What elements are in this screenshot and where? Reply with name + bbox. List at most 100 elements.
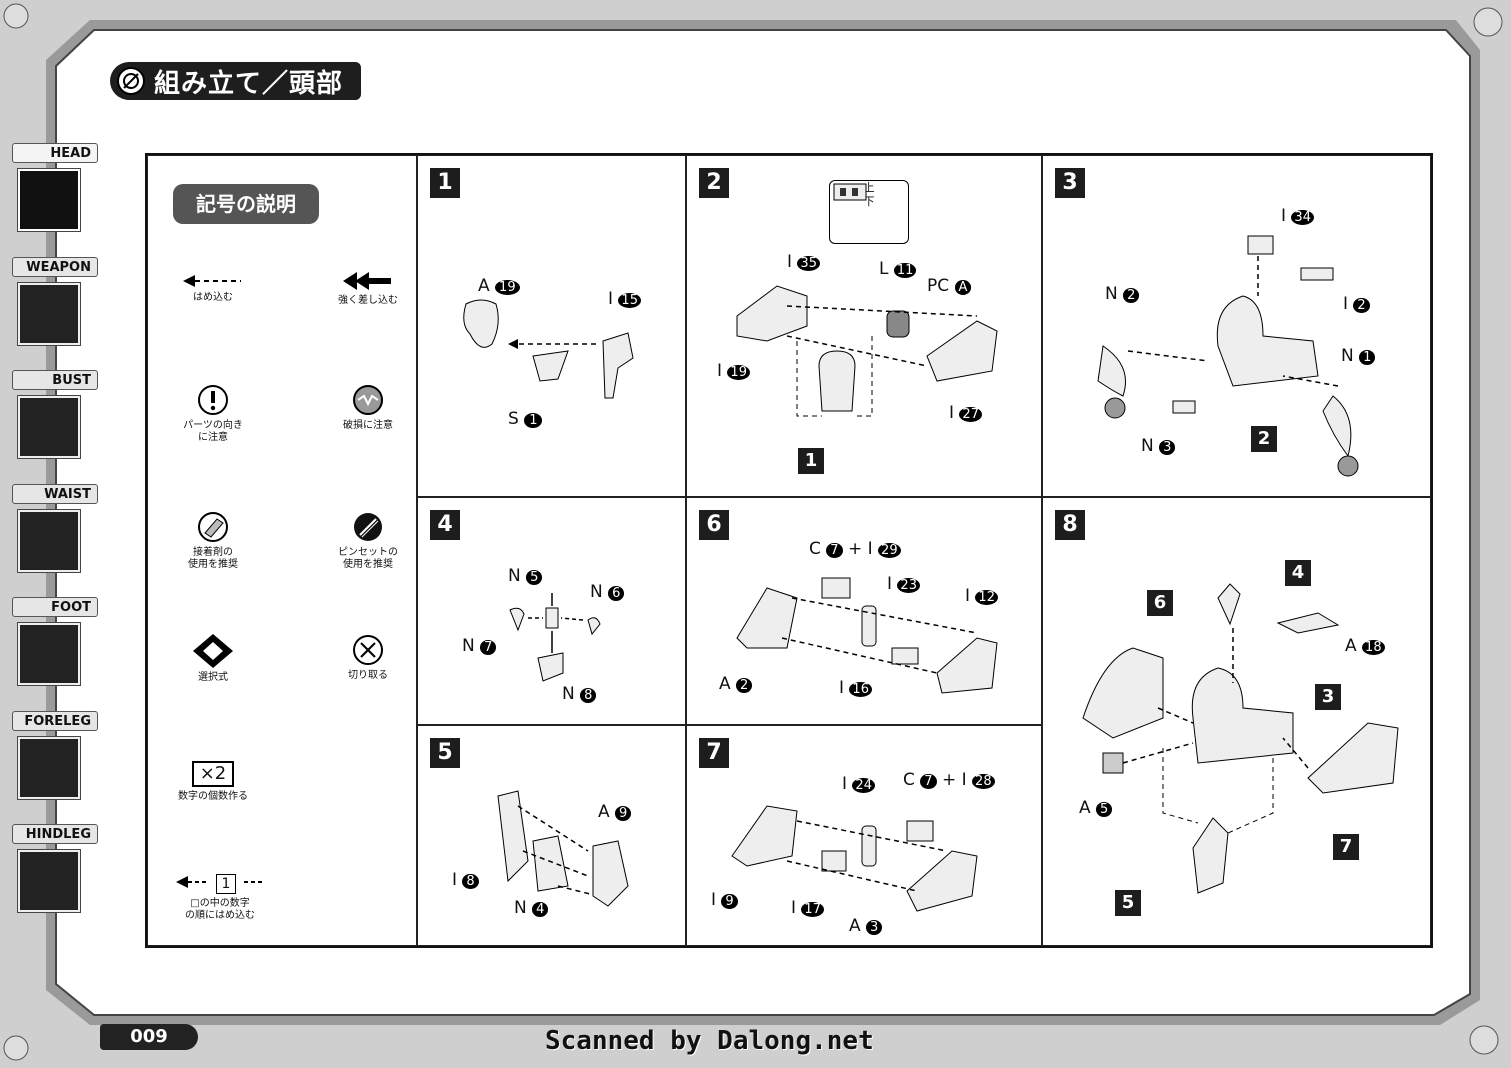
- step-3: 3 I 34 N 2 I 2 N 1 N 3 2: [1042, 155, 1431, 497]
- tab-label: FOOT: [12, 597, 98, 617]
- step-number: 4: [430, 510, 460, 540]
- head-thumbnail-icon: [18, 169, 80, 231]
- tab-label: HEAD: [12, 143, 98, 163]
- step-number: 2: [699, 168, 729, 198]
- part-label: I 16: [839, 678, 872, 698]
- section-tabs: HEAD WEAPON BUST WAIST FOOT FORELEG HIND…: [0, 140, 104, 935]
- double-arrow-icon: [343, 272, 391, 290]
- scan-credit: Scanned by Dalong.net: [545, 1026, 874, 1056]
- legend-orientation: パーツの向きに注意: [173, 384, 253, 444]
- step-4: 4 N 5 N 6 N 7 N 8: [417, 497, 686, 725]
- tab-foreleg[interactable]: FORELEG: [0, 708, 104, 822]
- part-label: I 8: [452, 870, 479, 890]
- tab-label: WAIST: [12, 483, 98, 504]
- page-title: 組み立て／頭部: [110, 62, 362, 100]
- legend-insert: はめ込む: [173, 274, 253, 304]
- part-label: N 2: [1105, 284, 1140, 304]
- step-number: 7: [699, 738, 729, 768]
- part-label: A 5: [1079, 798, 1113, 818]
- legend-cut: 切り取る: [328, 634, 408, 682]
- gear-icon: [117, 67, 145, 95]
- part-label: N 6: [590, 582, 625, 602]
- legend-panel: 記号の説明 はめ込む 強く差し込む パーツの向きに注意 破損に注意 接着剤の使用…: [147, 155, 417, 946]
- foreleg-thumbnail-icon: [18, 736, 80, 799]
- legend-breakage: 破損に注意: [328, 384, 408, 432]
- tab-hindleg[interactable]: HINDLEG: [0, 821, 104, 935]
- dashed-arrow-icon: [183, 275, 241, 287]
- legend-order: 1 □の中の数字の順にはめ込む: [170, 874, 270, 922]
- combo-label: C 7 + I 29: [809, 539, 901, 559]
- tab-foot[interactable]: FOOT: [0, 594, 104, 708]
- part-label: N 5: [508, 566, 543, 586]
- step-number: 3: [1055, 168, 1085, 198]
- part-label: N 4: [514, 898, 549, 918]
- instruction-grid: 記号の説明 はめ込む 強く差し込む パーツの向きに注意 破損に注意 接着剤の使用…: [145, 153, 1433, 948]
- step-2: 2 上 下 I 35 L 11 PC A I 19 I 27 1: [686, 155, 1042, 497]
- step-number: 8: [1055, 510, 1085, 540]
- part-label: I 23: [887, 574, 920, 594]
- waist-thumbnail-icon: [18, 509, 80, 572]
- tab-label: BUST: [12, 370, 98, 390]
- step-number: 1: [430, 168, 460, 198]
- sub-assembly-ref: 6: [1147, 590, 1173, 616]
- tab-label: HINDLEG: [12, 824, 98, 844]
- tab-bust[interactable]: BUST: [0, 367, 104, 481]
- part-label: N 8: [562, 684, 597, 704]
- multiply-symbol: ×2: [191, 761, 235, 787]
- bust-thumbnail-icon: [18, 396, 80, 458]
- hindleg-thumbnail-icon: [18, 850, 80, 912]
- step-6-diagram: [736, 577, 998, 694]
- glue-icon: [198, 512, 228, 542]
- step-3-diagram: [1097, 235, 1359, 477]
- weapon-thumbnail-icon: [18, 282, 80, 345]
- step-5: 5 A 9 I 8 N 4: [417, 725, 686, 946]
- part-label: I 12: [965, 586, 998, 606]
- step-7: 7 I 24 C 7 + I 28 I 9 I 17 A 3: [686, 725, 1042, 946]
- legend-title: 記号の説明: [173, 184, 319, 224]
- part-label: N 1: [1341, 346, 1376, 366]
- tab-label: FORELEG: [12, 710, 98, 731]
- step-1: 1 A 19 I 15 S 1: [417, 155, 686, 497]
- tweezers-icon: [354, 513, 382, 541]
- legend-tweezers: ピンセットの使用を推奨: [328, 511, 408, 571]
- part-label: I 17: [791, 898, 824, 918]
- page-number: 009: [100, 1024, 198, 1050]
- part-label: I 15: [608, 289, 641, 309]
- tab-weapon[interactable]: WEAPON: [0, 254, 104, 368]
- step-8: 8 4 6 3 7 5 A 18 A 5: [1042, 497, 1431, 946]
- order-number-box: 1: [215, 874, 237, 894]
- tab-waist[interactable]: WAIST: [0, 481, 104, 595]
- combo-label: C 7 + I 28: [903, 770, 995, 790]
- part-label: I 24: [842, 774, 875, 794]
- part-label: I 35: [787, 252, 820, 272]
- step-8-diagram: [1082, 583, 1399, 894]
- part-label: I 19: [717, 361, 750, 381]
- foot-thumbnail-icon: [18, 623, 80, 685]
- arrow-left-icon: [175, 876, 208, 888]
- step-7-diagram: [731, 805, 978, 912]
- step-2-diagram: [736, 285, 998, 417]
- legend-choice: 選択式: [173, 634, 253, 684]
- part-label: I 34: [1281, 206, 1314, 226]
- cut-icon: [353, 635, 383, 665]
- tab-head[interactable]: HEAD: [0, 140, 104, 254]
- step-1-diagram: [463, 299, 634, 399]
- sub-assembly-ref: 1: [798, 448, 824, 474]
- exclamation-icon: [198, 385, 228, 415]
- part-label: N 7: [462, 636, 497, 656]
- legend-glue: 接着剤の使用を推奨: [173, 511, 253, 571]
- orientation-part-icon: [833, 183, 867, 201]
- part-label: S 1: [508, 409, 543, 429]
- tab-label: WEAPON: [12, 256, 98, 277]
- sub-assembly-ref: 4: [1285, 560, 1311, 586]
- part-label: A 3: [849, 916, 883, 936]
- legend-press-in: 強く差し込む: [328, 271, 408, 307]
- step-4-diagram: [509, 593, 601, 682]
- breakage-icon: [353, 385, 383, 415]
- step-6: 6 C 7 + I 29 I 23 I 12 A 2 I 16: [686, 497, 1042, 725]
- step-5-diagram: [497, 790, 629, 907]
- part-label: I 2: [1343, 294, 1370, 314]
- part-label: I 27: [949, 403, 982, 423]
- sub-assembly-ref: 2: [1251, 426, 1277, 452]
- page-title-text: 組み立て／頭部: [154, 68, 344, 99]
